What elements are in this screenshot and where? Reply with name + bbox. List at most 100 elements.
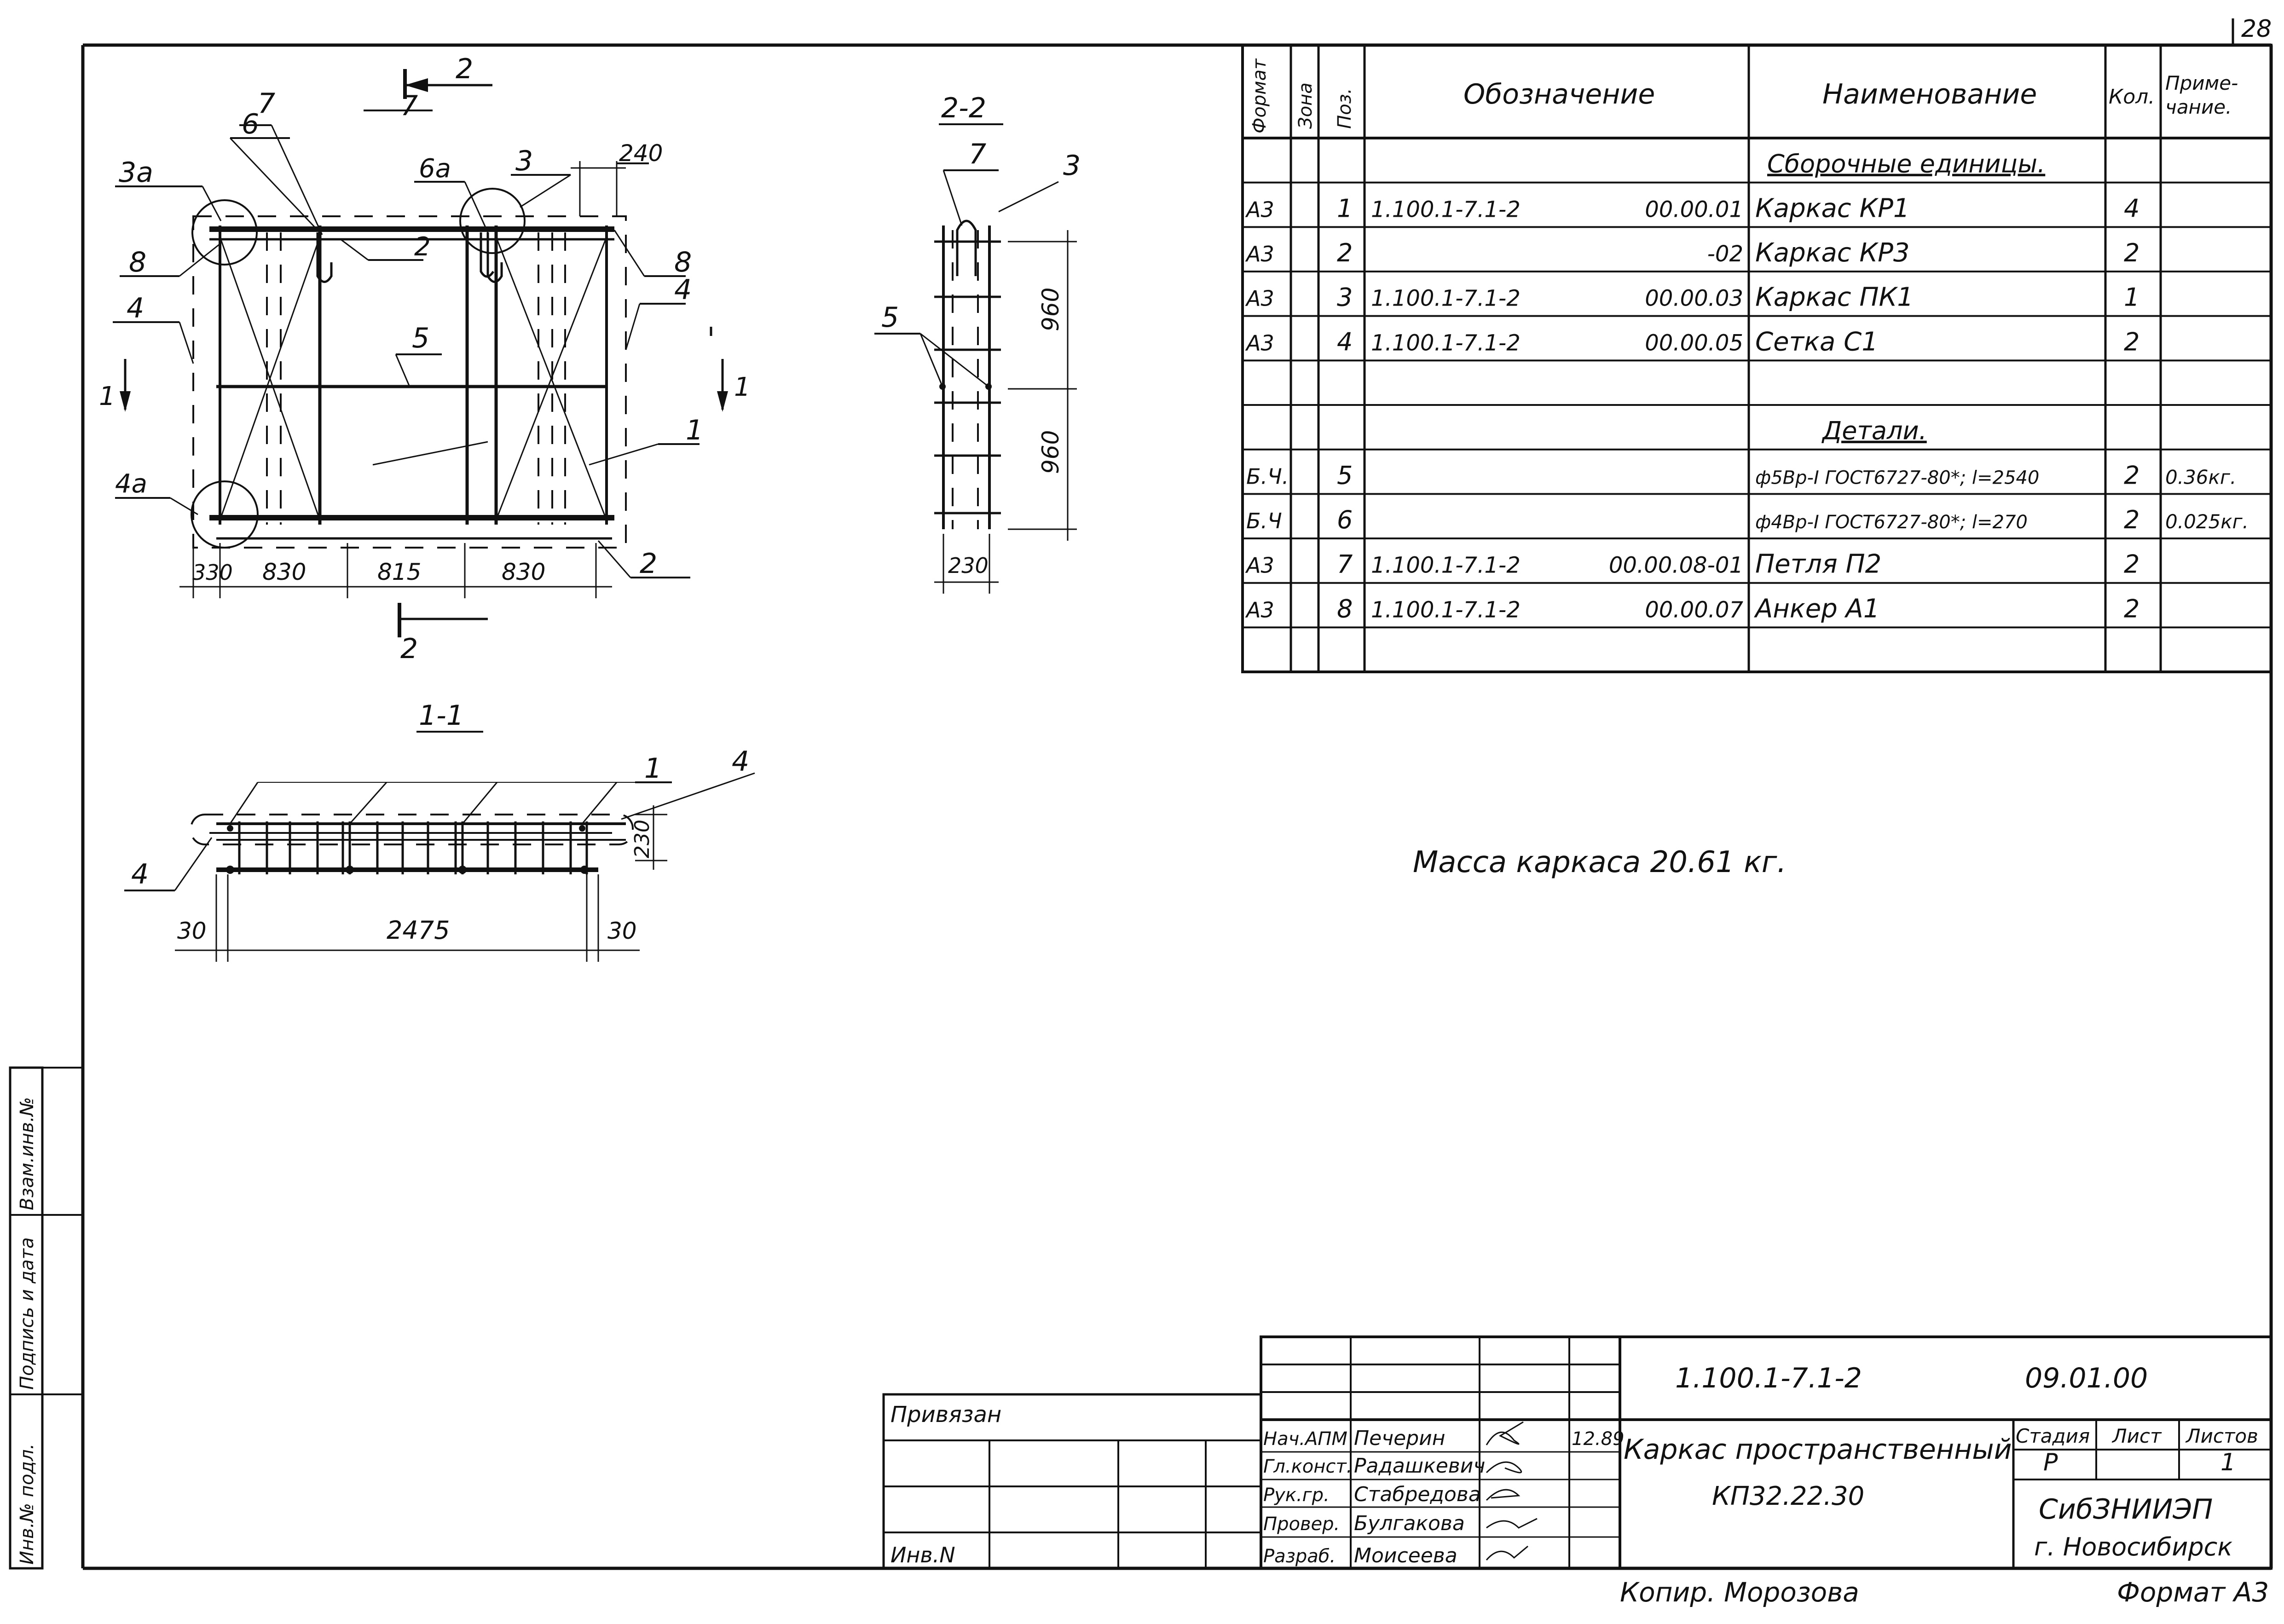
spec-cell-designation-suffix: 00.00.01 <box>1645 196 1743 222</box>
title-sheets-label: Листов <box>2185 1425 2258 1447</box>
plan-dim-330: 330 <box>192 560 233 585</box>
title-product-name: Каркас пространственный <box>1624 1433 2012 1466</box>
section-1-1-label-4-left: 4 <box>131 858 149 890</box>
spec-row-lines <box>1243 181 2271 629</box>
spec-cell-designation: 1.100.1-7.1-2 <box>1371 196 1521 222</box>
spec-header-pos: Поз. <box>1334 88 1355 129</box>
section-1-1-title: 1-1 <box>419 699 464 732</box>
spec-header-note: Приме-чание. <box>2165 72 2238 118</box>
spec-cell-format: А3 <box>1245 330 1274 355</box>
plan-label-8-left: 8 <box>129 246 146 278</box>
spec-header-name: Наименование <box>1822 78 2037 110</box>
spec-cell-pos: 7 <box>1337 550 1353 579</box>
spec-cell-name: Каркас ПК1 <box>1755 283 1914 312</box>
title-sheet-label: Лист <box>2111 1425 2162 1447</box>
plan-label-6: 6 <box>242 108 259 140</box>
title-org-name: СибЗНИИЭП <box>2039 1493 2213 1526</box>
spec-cell-pos: 5 <box>1337 461 1353 490</box>
spec-row-1: Сборочные единицы. <box>1767 150 2045 179</box>
spec-cell-format: Б.Ч <box>1246 509 1282 533</box>
spec-cell-pos: 2 <box>1337 238 1353 267</box>
section-2-2-dim-h1: 960 <box>1037 288 1064 331</box>
plan-label-5: 5 <box>412 322 429 354</box>
title-role-name: Радашкевич <box>1354 1454 1485 1478</box>
section-2-2-label-3: 3 <box>1063 150 1081 182</box>
title-stage-label: Стадия <box>2016 1425 2090 1447</box>
plan-label-2-top: 2 <box>414 232 431 262</box>
spec-cell-designation-suffix: 00.00.07 <box>1645 597 1743 623</box>
spec-cell-name: Каркас КР1 <box>1755 193 1910 223</box>
spec-header-qty: Кол. <box>2109 85 2155 109</box>
section-1-1-label-4-right: 4 <box>732 746 749 778</box>
section-2-2-dim-h2: 960 <box>1037 430 1064 474</box>
plan-label-2-bottom: 2 <box>640 548 657 580</box>
spec-cell-designation-suffix: -02 <box>1707 241 1743 267</box>
format-label: Формат А3 <box>2117 1577 2269 1608</box>
spec-cell-name: Сетка С1 <box>1755 327 1878 357</box>
spec-cell-note: 0.36кг. <box>2165 466 2236 488</box>
title-role-row-4: Провер. Булгакова <box>1263 1512 1465 1535</box>
title-doc-suffix: 09.01.00 <box>2025 1362 2148 1394</box>
title-role-name: Печерин <box>1354 1427 1446 1450</box>
section-1-1-dim-len: 2475 <box>387 916 450 945</box>
section-1-1-dim-right: 30 <box>607 918 637 944</box>
spec-cell-qty: 1 <box>2124 283 2139 312</box>
spec-rows: Сборочные единицы. А3 1 1.100.1-7.1-2 00.00.… <box>1245 150 2249 624</box>
bound-inv: Инв.N <box>890 1543 955 1567</box>
plan-dim-830b: 830 <box>502 559 545 585</box>
spec-section-title: Детали. <box>1821 416 1927 445</box>
spec-cell-format: А3 <box>1245 242 1274 266</box>
signature-1 <box>1486 1421 1524 1445</box>
spec-cell-pos: 6 <box>1337 505 1353 534</box>
section-2-2-label-5: 5 <box>881 301 899 334</box>
spec-cell-designation-suffix: 00.00.05 <box>1645 330 1743 356</box>
plan-label-1: 1 <box>686 414 703 446</box>
spec-cell-designation: 1.100.1-7.1-2 <box>1371 330 1521 356</box>
section-1-1-dim-h: 230 <box>630 820 654 858</box>
title-product-code: КП32.22.30 <box>1712 1481 1864 1511</box>
spec-column-lines <box>1289 45 2162 672</box>
title-role-row-3: Рук.гр.Стабредова <box>1263 1483 1481 1506</box>
spec-cell-format: А3 <box>1245 286 1274 311</box>
title-role: Гл.конст. <box>1263 1456 1352 1477</box>
spec-header-format: Формат <box>1249 58 1270 133</box>
spec-cell-qty: 2 <box>2124 550 2139 579</box>
title-sheets-value: 1 <box>2220 1449 2236 1476</box>
spec-cell-name: Петля П2 <box>1755 549 1881 579</box>
section-1-1-stirrups <box>238 821 588 874</box>
spec-cell-designation: 1.100.1-7.1-2 <box>1371 553 1521 578</box>
section-1-1-dim-left: 30 <box>177 918 207 944</box>
title-role-row-5: Разраб.Моисеева <box>1263 1544 1457 1567</box>
bound-block: Привязан Инв.N <box>882 1393 1262 1570</box>
plan-cut-mark-bottom: 2 <box>400 633 418 665</box>
spec-header-designation: Обозначение <box>1463 78 1655 110</box>
title-org-city: г. Новосибирск <box>2034 1532 2232 1561</box>
plan-dim-top: 240 <box>619 140 663 167</box>
spec-cell-qty: 2 <box>2124 461 2139 490</box>
spec-cell-name: ф5Вр-I ГОСТ6727-80*; l=2540 <box>1755 467 2039 488</box>
plan-label-3a: 3a <box>119 156 153 189</box>
spec-header-zone: Зона <box>1295 82 1316 129</box>
plan-label-4-left: 4 <box>127 292 144 324</box>
section-2-2-title: 2-2 <box>941 92 986 124</box>
signature-4 <box>1486 1518 1538 1529</box>
plan-dim-830a: 830 <box>262 559 306 585</box>
spec-cell-pos: 3 <box>1337 283 1353 312</box>
title-role: Разраб. <box>1263 1546 1336 1567</box>
spec-cell-name: Каркас КР3 <box>1755 238 1910 268</box>
spec-row-7: Детали. <box>1821 416 1927 445</box>
spec-cell-qty: 2 <box>2124 327 2139 356</box>
corner-number: 28 <box>2241 15 2272 43</box>
title-role: Провер. <box>1263 1514 1340 1535</box>
title-role-name: Булгакова <box>1354 1512 1465 1535</box>
copied-by: Копир. Морозова <box>1620 1577 1859 1608</box>
left-side-stamp: Взам.инв.№ Подпись и дата Инв.№ подл. <box>9 1066 83 1570</box>
